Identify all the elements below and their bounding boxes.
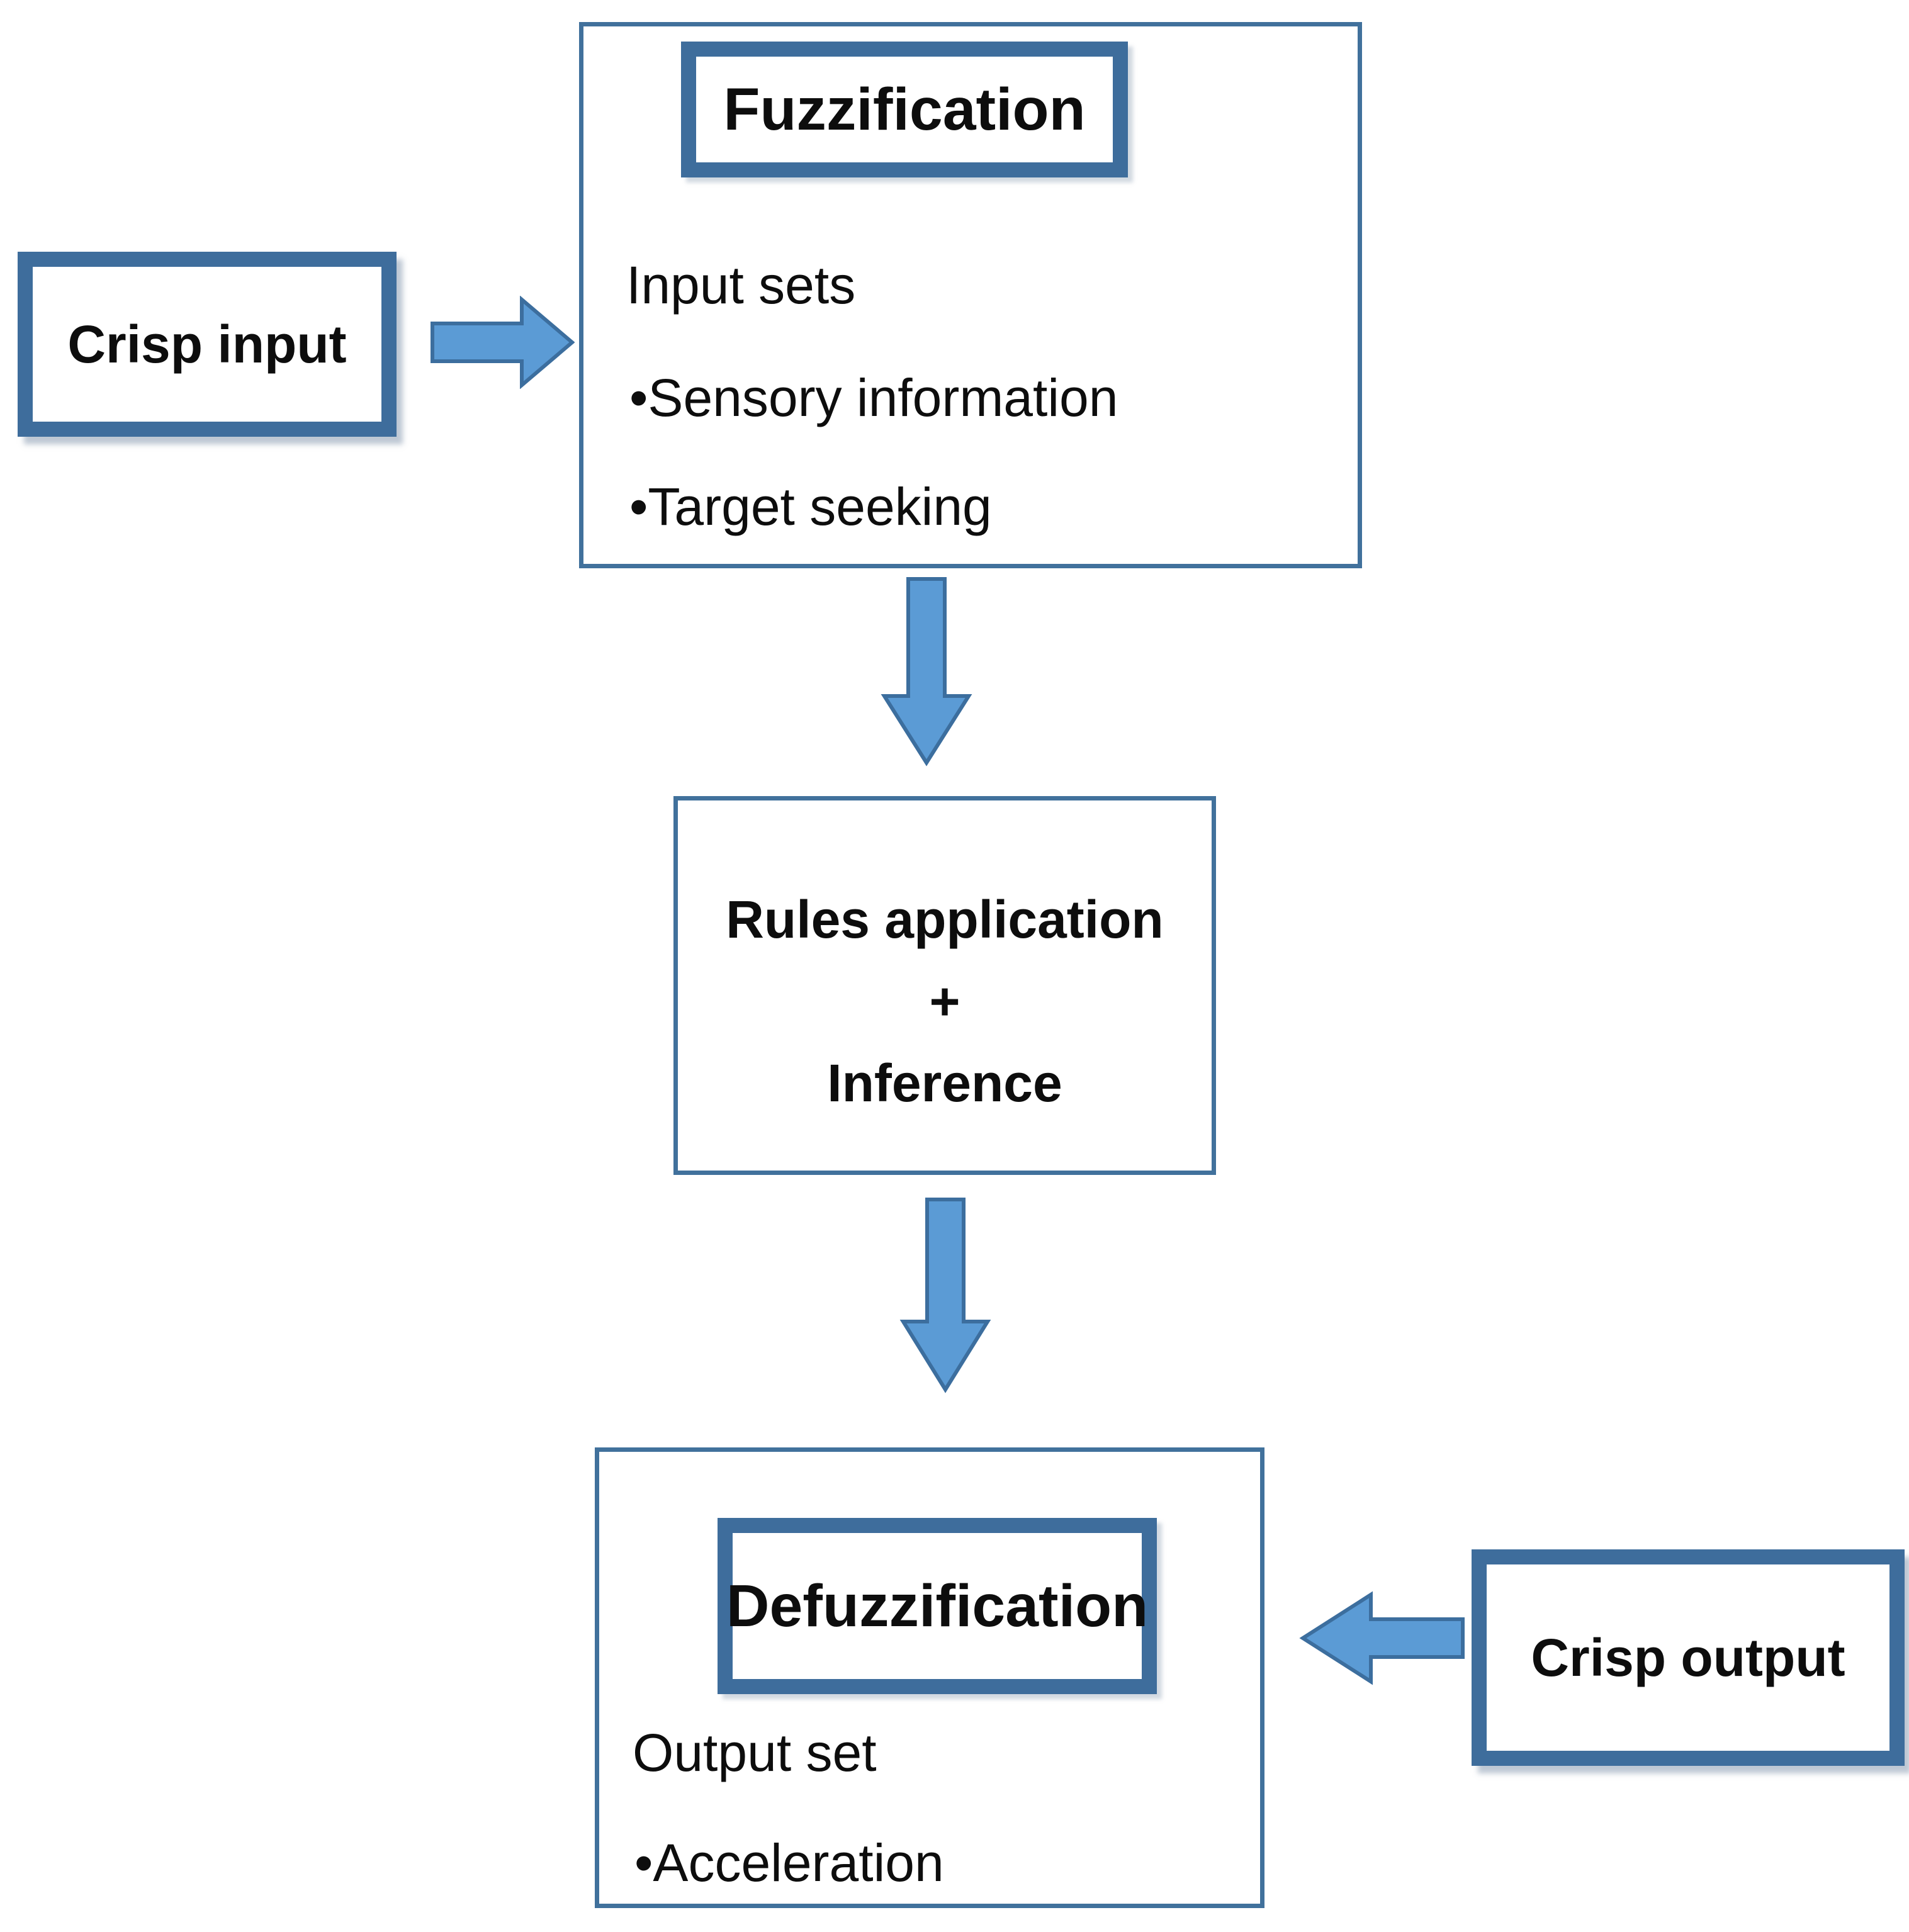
list-item-label: Target seeking [648, 477, 992, 536]
crisp-output-box: Crisp output [1472, 1549, 1905, 1766]
list-item-sensory-information: •Sensory information [629, 371, 1118, 424]
arrow-left-icon [1299, 1591, 1465, 1685]
bullet-icon: • [629, 368, 648, 427]
rules-line-plus: + [929, 971, 960, 1031]
arrow-down-icon-1 [881, 577, 972, 767]
crisp-input-box: Crisp input [18, 252, 397, 437]
crisp-output-label: Crisp output [1531, 1628, 1845, 1687]
arrow-right-icon [431, 296, 575, 389]
rules-line-2: Inference [827, 1053, 1062, 1113]
defuzzification-title-box: Defuzzification [718, 1518, 1157, 1694]
list-item-label: Sensory information [648, 368, 1118, 427]
rules-line-1: Rules application [726, 889, 1164, 949]
arrow-right-shape [431, 296, 575, 389]
list-item-acceleration: •Acceleration [634, 1836, 944, 1889]
arrow-down-shape [881, 577, 972, 767]
fuzzification-title-box: Fuzzification [681, 42, 1128, 177]
bullet-icon: • [629, 477, 648, 536]
arrow-down-icon-2 [899, 1198, 991, 1393]
rules-inference-box: Rules application + Inference [673, 796, 1216, 1175]
list-item-label: Acceleration [653, 1833, 944, 1892]
list-item-target-seeking: •Target seeking [629, 480, 992, 533]
fuzzification-title: Fuzzification [723, 76, 1086, 143]
arrow-left-shape [1299, 1591, 1465, 1685]
defuzzification-title: Defuzzification [726, 1572, 1149, 1639]
arrow-down-shape [899, 1198, 991, 1393]
fuzzification-subtitle: Input sets [626, 256, 856, 315]
defuzzification-subtitle: Output set [633, 1723, 877, 1782]
bullet-icon: • [634, 1833, 653, 1892]
crisp-input-label: Crisp input [67, 315, 347, 374]
